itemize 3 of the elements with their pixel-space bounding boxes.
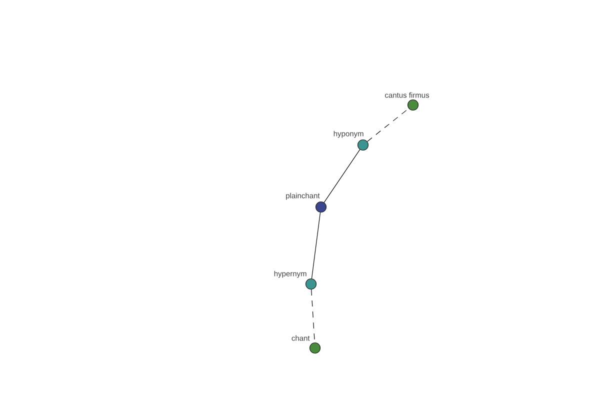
connector-line [324,149,360,203]
connector-line [367,108,409,142]
connector-line [311,212,321,279]
